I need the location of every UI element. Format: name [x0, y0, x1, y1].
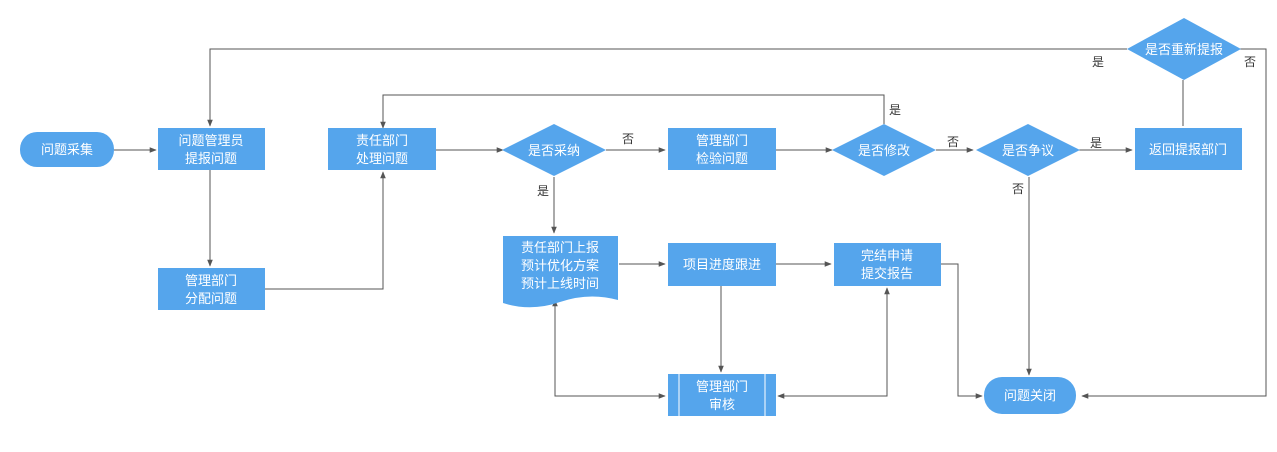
node-mgmt-review-line-2: 审核: [709, 398, 735, 413]
node-progress[interactable]: 项目进度跟进: [668, 243, 776, 286]
node-resp-handle-line-1: 责任部门: [356, 134, 408, 149]
node-admin-report-line-1: 问题管理员: [178, 134, 243, 149]
node-dept-assign-shape: [158, 268, 265, 310]
node-progress-shape: [668, 243, 776, 286]
edge-complete-apply-to-close: [941, 263, 983, 399]
node-adopt-label: 是否采纳: [528, 144, 580, 159]
node-return-dept-shape: [1135, 128, 1242, 170]
node-admin-report[interactable]: 问题管理员 提报问题: [158, 128, 265, 170]
edge-dept-assign-to-resp-handle: [265, 171, 386, 290]
node-progress-label: 项目进度跟进: [683, 257, 761, 273]
node-dispute-label: 是否争议: [1002, 144, 1054, 159]
label-resubmit-yes: 是: [1092, 55, 1104, 69]
node-resubmit-decision[interactable]: 是否重新提报: [1127, 18, 1241, 80]
node-dept-assign[interactable]: 管理部门 分配问题: [158, 268, 265, 310]
node-complete-apply-line-2: 提交报告: [861, 266, 913, 282]
node-return-dept-label: 返回提报部门: [1149, 142, 1227, 158]
node-close-shape: [984, 377, 1076, 414]
edge-resubmit-no-to-close: [1081, 48, 1267, 399]
node-mgmt-verify-line-1: 管理部门: [696, 134, 748, 149]
label-dispute-no: 否: [1012, 182, 1024, 196]
edge-complete-apply-mgmt-review: [777, 287, 890, 399]
node-mgmt-review-shape: [668, 374, 776, 416]
node-collect-label: 问题采集: [41, 142, 93, 158]
node-resubmit-label: 是否重新提报: [1145, 42, 1223, 58]
label-modify-yes: 是: [889, 103, 901, 117]
node-modify-decision[interactable]: 是否修改: [832, 124, 936, 176]
node-resp-handle-line-2: 处理问题: [356, 152, 408, 167]
node-complete-apply-line-1: 完结申请: [861, 249, 913, 264]
label-adopt-no: 否: [622, 132, 634, 146]
node-resp-report-line-1: 责任部门上报: [521, 241, 599, 256]
connectors: [114, 48, 1267, 399]
label-modify-no: 否: [947, 135, 959, 149]
node-complete-apply-shape: [834, 243, 941, 286]
node-close[interactable]: 问题关闭: [984, 377, 1076, 414]
edge-modify-yes-to-resp-handle: [380, 94, 885, 129]
node-dispute-shape: [976, 124, 1080, 176]
node-adopt-decision[interactable]: 是否采纳: [502, 124, 606, 176]
node-mgmt-review[interactable]: 管理部门 审核: [668, 374, 776, 416]
node-collect-shape: [20, 132, 114, 167]
node-return-dept[interactable]: 返回提报部门: [1135, 128, 1242, 170]
node-mgmt-verify-shape: [668, 128, 776, 170]
label-adopt-yes: 是: [537, 184, 549, 198]
node-mgmt-verify[interactable]: 管理部门 检验问题: [668, 128, 776, 170]
edge-resp-report-mgmt-review: [552, 299, 666, 399]
node-dept-assign-line-1: 管理部门: [185, 274, 237, 289]
node-modify-shape: [832, 124, 936, 176]
node-resp-report-shape: [503, 236, 618, 308]
label-resubmit-no: 否: [1244, 55, 1256, 69]
edge-resubmit-yes-to-admin-report: [207, 48, 1127, 127]
node-complete-apply[interactable]: 完结申请 提交报告: [834, 243, 941, 286]
node-resp-report-line-3: 预计上线时间: [521, 277, 599, 292]
label-dispute-yes: 是: [1090, 136, 1102, 150]
node-resp-handle-shape: [328, 128, 436, 170]
node-resp-report[interactable]: 责任部门上报 预计优化方案 预计上线时间: [503, 236, 618, 308]
node-mgmt-verify-line-2: 检验问题: [696, 151, 748, 167]
node-resubmit-shape: [1127, 18, 1241, 80]
node-adopt-shape: [502, 124, 606, 176]
nodes: 问题采集 问题管理员 提报问题 管理部门 分配问题 责任部门 处理问题 是否采纳: [20, 18, 1242, 416]
node-admin-report-line-2: 提报问题: [185, 151, 237, 167]
node-resp-report-line-2: 预计优化方案: [521, 258, 599, 274]
node-collect[interactable]: 问题采集: [20, 132, 114, 167]
node-mgmt-review-line-1: 管理部门: [696, 380, 748, 395]
node-close-label: 问题关闭: [1004, 389, 1056, 404]
node-resp-handle[interactable]: 责任部门 处理问题: [328, 128, 436, 170]
node-modify-label: 是否修改: [858, 144, 910, 159]
edge-labels: 否 是 是 否 是 否 是 否: [537, 55, 1256, 198]
node-admin-report-shape: [158, 128, 265, 170]
node-dept-assign-line-2: 分配问题: [185, 292, 237, 307]
node-dispute-decision[interactable]: 是否争议: [976, 124, 1080, 176]
